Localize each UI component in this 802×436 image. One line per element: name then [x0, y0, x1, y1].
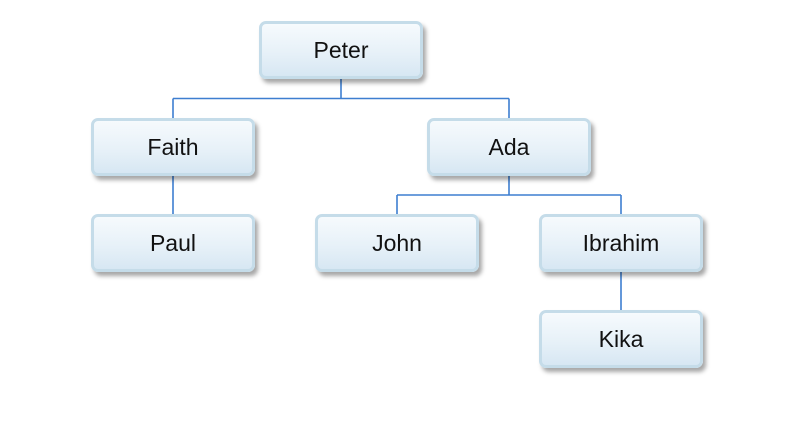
- node-label: Peter: [313, 36, 369, 63]
- node-ada[interactable]: Ada: [427, 118, 591, 176]
- node-label: Paul: [149, 229, 197, 256]
- node-peter[interactable]: Peter: [259, 21, 423, 79]
- node-paul[interactable]: Paul: [91, 214, 255, 272]
- node-john[interactable]: John: [315, 214, 479, 272]
- node-label: John: [372, 229, 422, 256]
- node-kika[interactable]: Kika: [539, 310, 703, 368]
- node-label: Ibrahim: [582, 229, 660, 256]
- node-label: Ada: [488, 133, 530, 160]
- node-label: Kika: [598, 325, 644, 352]
- node-ibrahim[interactable]: Ibrahim: [539, 214, 703, 272]
- node-label: Faith: [147, 133, 199, 160]
- node-faith[interactable]: Faith: [91, 118, 255, 176]
